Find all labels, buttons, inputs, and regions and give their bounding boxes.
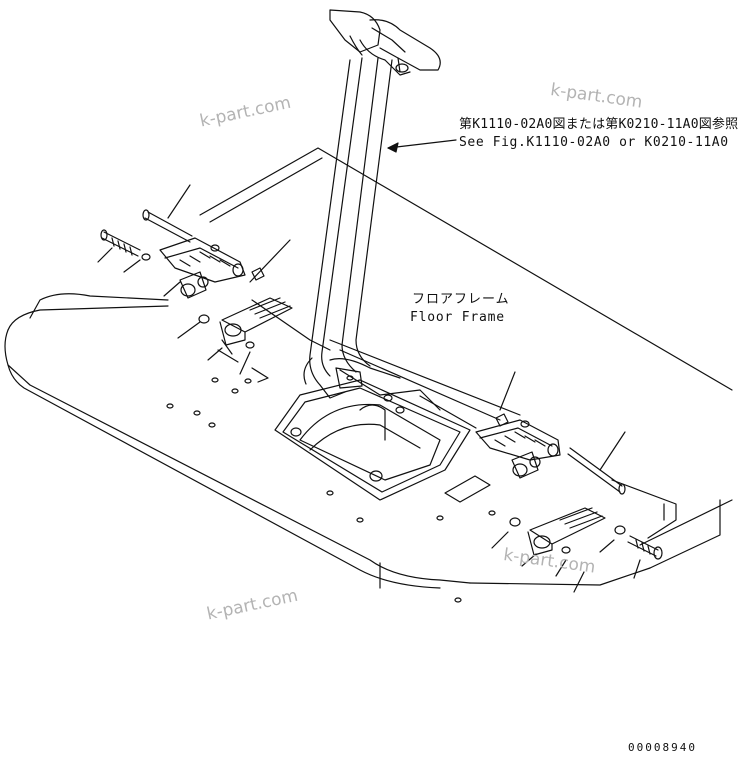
floor-frame-label-english: Floor Frame <box>410 310 505 325</box>
control-lever <box>303 9 441 399</box>
console-base <box>274 358 471 501</box>
reference-note-japanese: 第K1110-02A0図または第K0210-11A0図参照 <box>459 117 738 132</box>
reference-note-english: See Fig.K1110-02A0 or K0210-11A0 <box>459 135 729 150</box>
floor-frame-plate <box>4 147 733 603</box>
left-hinge-assembly <box>97 184 331 383</box>
right-hinge-assembly <box>419 371 663 593</box>
reference-arrow <box>387 139 457 153</box>
floor-frame-label-japanese: フロアフレーム <box>412 292 510 307</box>
drawing-number: 00008940 <box>628 741 697 754</box>
